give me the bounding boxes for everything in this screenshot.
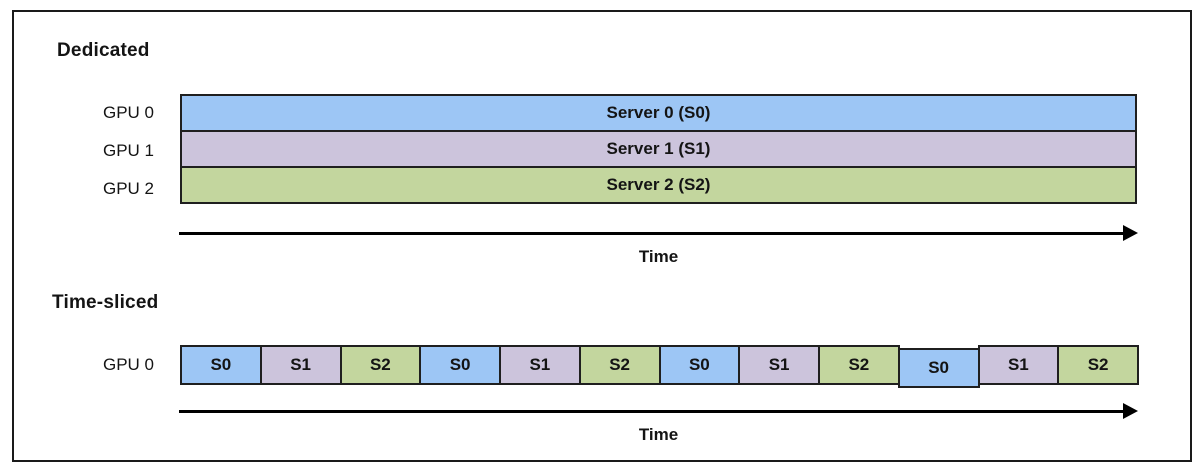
dedicated-gpu-label-0: GPU 0 [102,103,154,122]
dedicated-gpu-label-1: GPU 1 [102,141,154,160]
dedicated-bars: Server 0 (S0)Server 1 (S1)Server 2 (S2) [180,94,1137,204]
slice-block-0-s0: S0 [180,345,262,385]
timesliced-time-axis-line [179,410,1123,413]
timesliced-section-title: Time-sliced [52,292,159,313]
slice-block-2-s2: S2 [339,345,422,385]
dedicated-time-axis-arrowhead-icon [1123,225,1138,241]
slice-block-5-s2: S2 [578,345,661,385]
dedicated-time-axis-line [179,232,1123,235]
server-bar-1: Server 1 (S1) [180,130,1137,168]
slice-block-1-s1: S1 [259,345,342,385]
slice-block-11-s2: S2 [1057,345,1139,385]
slice-block-6-s0: S0 [658,345,741,385]
timesliced-time-axis-arrowhead-icon [1123,403,1138,419]
dedicated-time-axis [179,225,1138,241]
slice-block-8-s2: S2 [818,345,900,385]
dedicated-time-axis-label: Time [638,247,679,266]
slice-block-3-s0: S0 [419,345,501,385]
slice-block-10-s1: S1 [977,345,1060,385]
server-bar-0: Server 0 (S0) [180,94,1137,132]
dedicated-gpu-label-2: GPU 2 [102,179,154,198]
slice-block-9-s0: S0 [897,348,980,388]
slice-block-7-s1: S1 [738,345,820,385]
timesliced-time-axis-label: Time [638,425,679,444]
timesliced-gpu-label: GPU 0 [102,355,154,374]
slice-block-4-s1: S1 [499,345,581,385]
dedicated-section-title: Dedicated [57,40,150,61]
timesliced-time-axis [179,403,1138,419]
server-bar-2: Server 2 (S2) [180,166,1137,204]
